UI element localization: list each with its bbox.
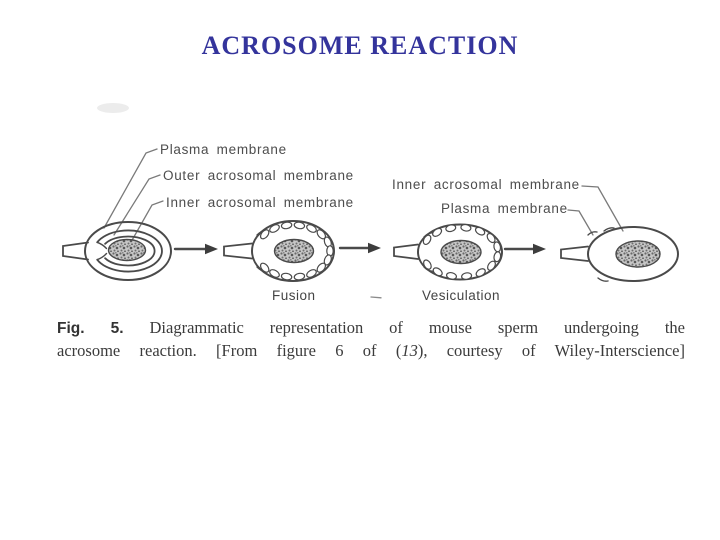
plasma-membrane-outline: [417, 223, 503, 281]
label-stage-fusion: Fusion: [272, 288, 316, 303]
inner-acrosomal-membrane-arc: [104, 235, 156, 267]
citation-number: 13: [401, 341, 418, 360]
arrow-right-icon: [503, 243, 546, 255]
figure-number: Fig. 5.: [57, 320, 124, 337]
sperm-vesiculation: [393, 223, 503, 281]
shed-vesicles: [422, 223, 502, 280]
label-plasma-membrane-left: Plasma membrane: [160, 142, 287, 157]
caption-text-3: ), courtesy of Wiley-Interscience]: [417, 341, 685, 360]
sperm-reacted: [560, 226, 679, 282]
caption-text-1: Diagrammatic representation of mouse spe…: [149, 318, 686, 337]
caption-line-2: acrosome reaction. [From figure 6 of (13…: [57, 340, 685, 362]
slide-title: ACROSOME REACTION: [201, 31, 519, 60]
outer-acrosomal-membrane-arc: [96, 229, 163, 273]
caption-text-2: acrosome reaction. [From figure 6 of (: [57, 341, 402, 360]
figure-caption: Fig. 5. Diagrammatic representation of m…: [57, 317, 685, 362]
fusing-vesicle-chain: [259, 221, 334, 281]
label-plasma-membrane-right: Plasma membrane: [441, 201, 568, 216]
scan-dash-artifact: [370, 296, 382, 299]
leader-lines: [103, 148, 624, 243]
nucleus: [440, 239, 482, 265]
label-inner-acrosomal-membrane-left: Inner acrosomal membrane: [166, 195, 354, 210]
label-stage-vesiculation: Vesiculation: [422, 288, 501, 303]
nucleus: [107, 238, 147, 262]
sperm-tail: [560, 245, 589, 262]
label-inner-acrosomal-membrane-right: Inner acrosomal membrane: [392, 177, 580, 192]
sperm-tail: [393, 243, 419, 260]
sperm-fusion: [223, 220, 335, 282]
plasma-membrane-outline: [587, 226, 679, 282]
sperm-intact: [62, 221, 172, 281]
scan-smudge: [97, 103, 129, 113]
plasma-membrane-outline: [251, 220, 335, 282]
plasma-membrane-outline: [84, 221, 172, 281]
caption-line-1: Fig. 5. Diagrammatic representation of m…: [57, 317, 685, 340]
arrow-right-icon: [173, 243, 218, 255]
arrow-right-icon: [338, 242, 381, 254]
sperm-tail: [62, 241, 89, 261]
nucleus: [273, 238, 315, 264]
nucleus: [615, 240, 661, 268]
label-outer-acrosomal-membrane: Outer acrosomal membrane: [163, 168, 354, 183]
sperm-tail: [223, 242, 253, 260]
